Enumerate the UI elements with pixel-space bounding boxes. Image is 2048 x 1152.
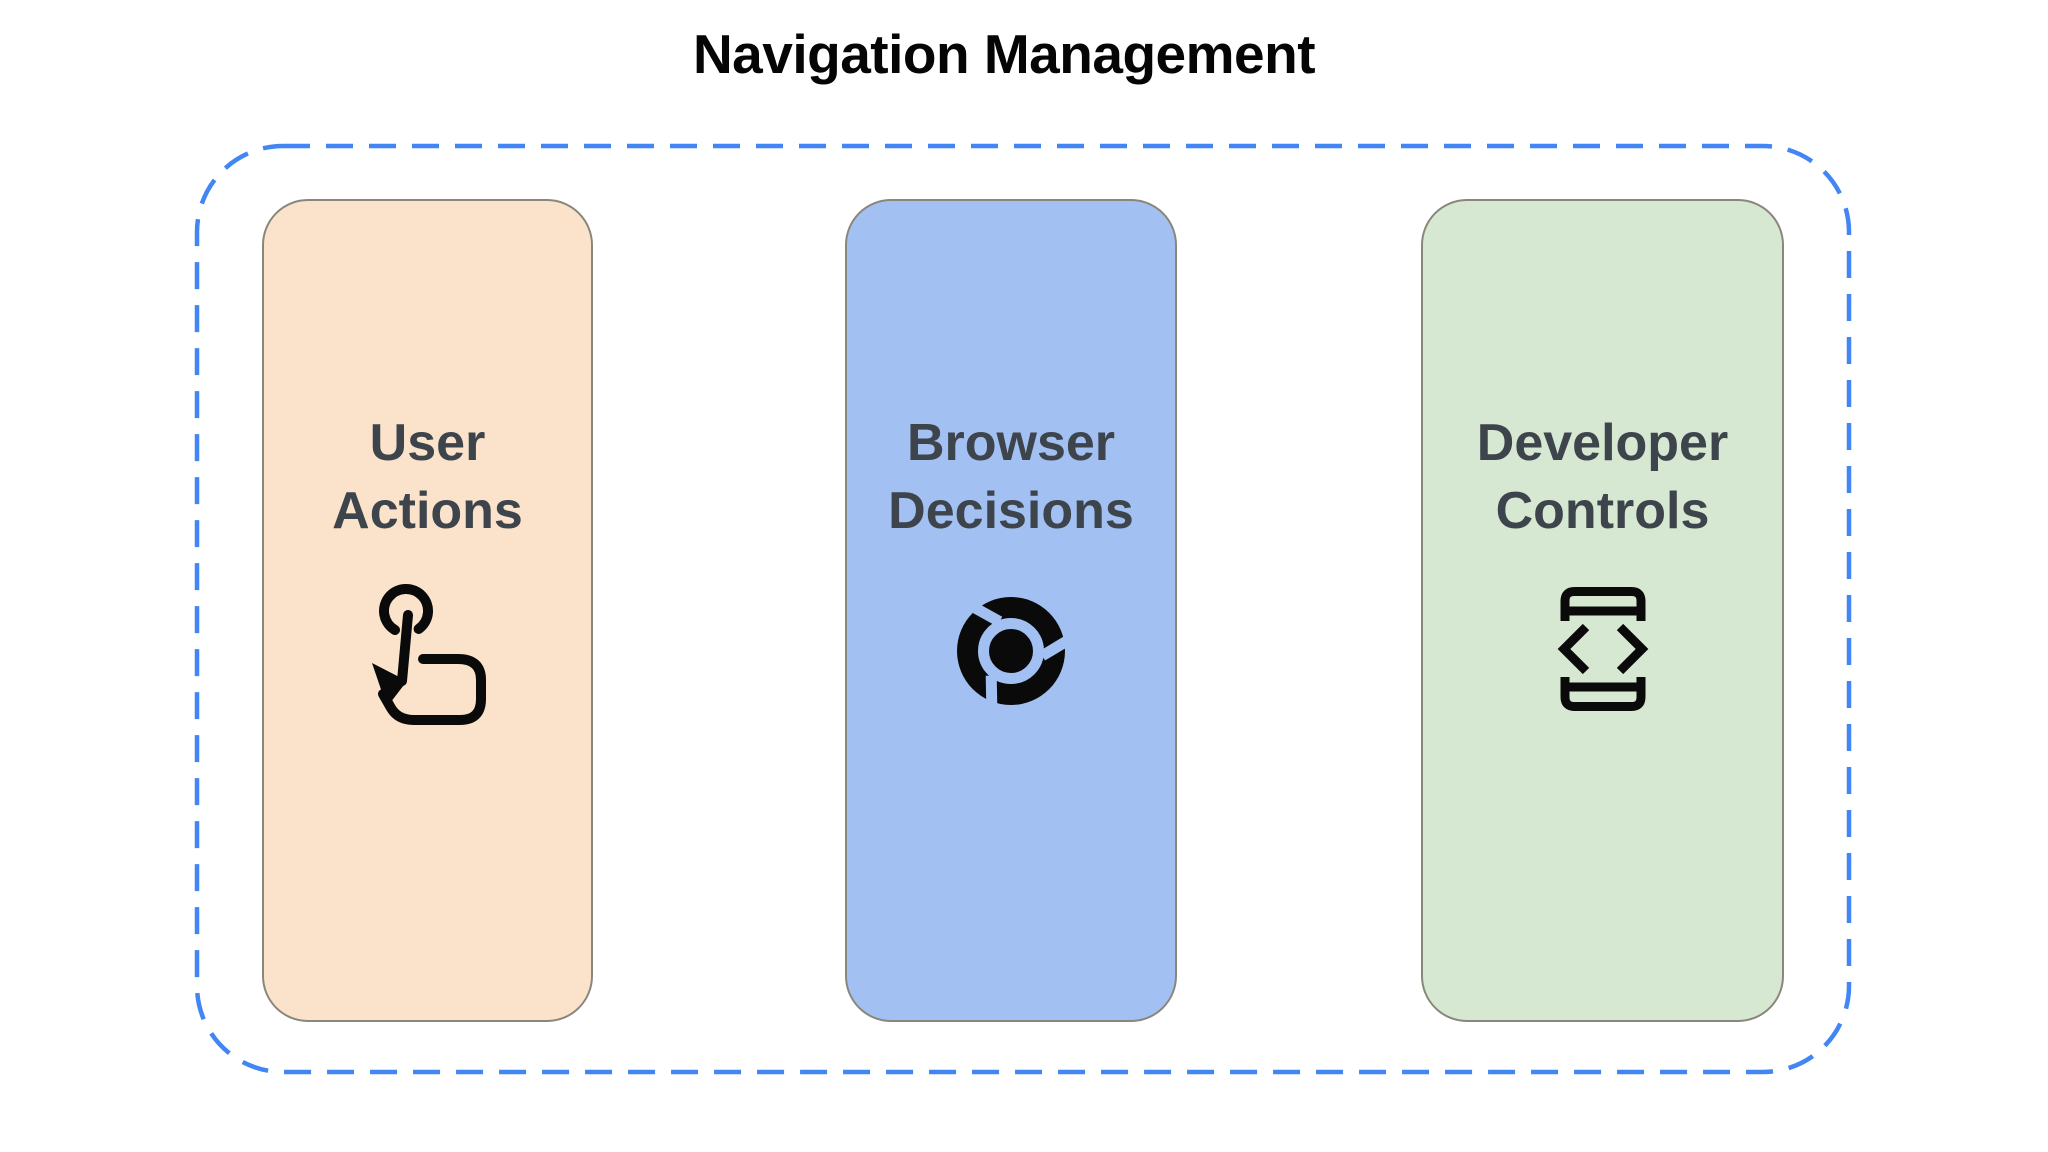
card-label-line: Actions	[332, 482, 523, 540]
card-user-actions: User Actions	[262, 199, 593, 1022]
group-boundary	[194, 143, 1852, 1075]
touch-gesture-icon	[366, 583, 490, 729]
chrome-browser-icon	[955, 595, 1067, 707]
developer-mode-icon	[1556, 587, 1650, 711]
card-label-line: Decisions	[888, 482, 1134, 540]
card-label-line: User	[369, 414, 486, 472]
diagram-title: Navigation Management	[692, 23, 1316, 85]
card-label-line: Browser	[906, 414, 1116, 472]
card-label-line: Developer	[1476, 414, 1729, 472]
card-label: User Actions	[332, 409, 523, 545]
card-label: Developer Controls	[1477, 409, 1728, 545]
dashed-border	[194, 143, 1852, 1075]
card-developer-controls: Developer Controls	[1421, 199, 1784, 1022]
card-browser-decisions: Browser Decisions	[845, 199, 1177, 1022]
card-label-line: Controls	[1495, 482, 1710, 540]
card-label: Browser Decisions	[888, 409, 1134, 545]
